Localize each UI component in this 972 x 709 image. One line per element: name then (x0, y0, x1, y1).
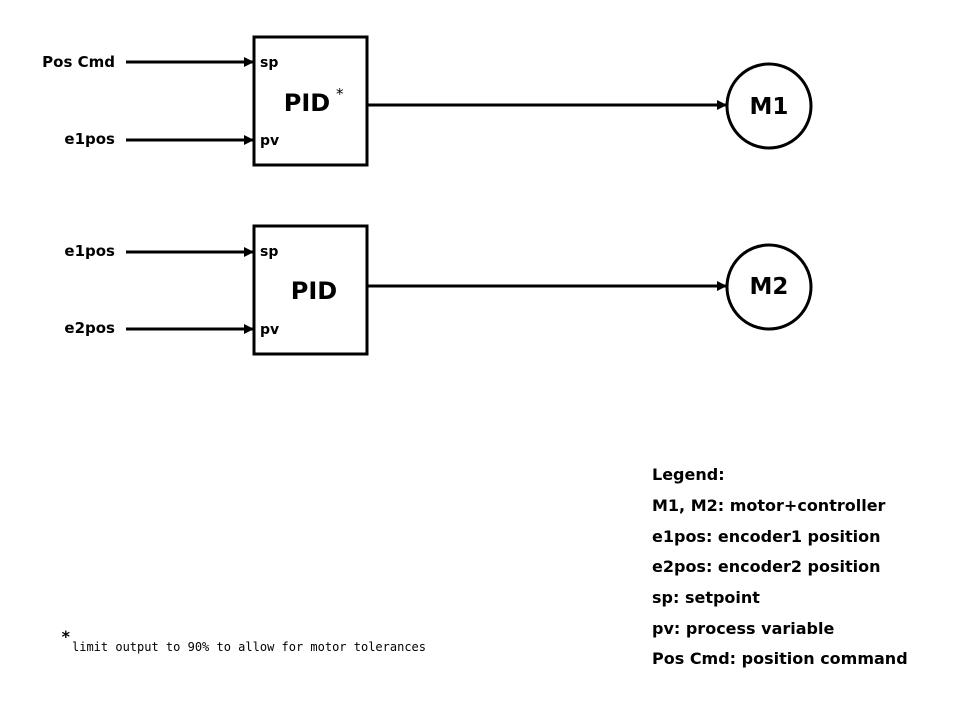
motor-2-circle (725, 243, 813, 331)
controller-2-sp-signal-label: e1pos (64, 242, 115, 260)
controller-1-sp-signal-label: Pos Cmd (42, 53, 115, 71)
footnote: * limit output to 90% to allow for motor… (61, 627, 426, 654)
controller-1-pv-port-label: pv (260, 133, 279, 149)
controller-1-pid-block (252, 35, 369, 167)
controller-1-sp-port-label: sp (260, 55, 278, 71)
controller-2-pid-label: PID (291, 277, 337, 305)
legend-item: sp: setpoint (652, 588, 760, 607)
legend-item: M1, M2: motor+controller (652, 496, 886, 515)
legend-item: pv: process variable (652, 619, 834, 638)
footnote-marker: * (61, 627, 71, 646)
legend-title: Legend: (652, 465, 725, 484)
controller-2-pv-port-label: pv (260, 322, 279, 338)
controller-1-limit-marker: * (336, 85, 344, 103)
legend-item: e1pos: encoder1 position (652, 527, 881, 546)
controller-1-pv-signal-label: e1pos (64, 130, 115, 148)
controller-1-pid-label: PID (284, 89, 330, 117)
controller-1-group: Pos Cmd e1pos sp pv PID * M1 (42, 35, 813, 167)
legend-item: Pos Cmd: position command (652, 649, 908, 668)
controller-2-sp-port-label: sp (260, 244, 278, 260)
motor-1-circle (725, 62, 813, 150)
controller-2-pv-signal-label: e2pos (64, 319, 115, 337)
motor-1-label: M1 (750, 94, 789, 120)
controller-2-pid-block (252, 224, 369, 356)
controller-2-group: e1pos e2pos sp pv PID M2 (64, 224, 813, 356)
footnote-text: limit output to 90% to allow for motor t… (72, 640, 426, 654)
motor-2-label: M2 (750, 274, 789, 300)
legend-item: e2pos: encoder2 position (652, 557, 881, 576)
legend: Legend: M1, M2: motor+controller e1pos: … (652, 465, 908, 668)
